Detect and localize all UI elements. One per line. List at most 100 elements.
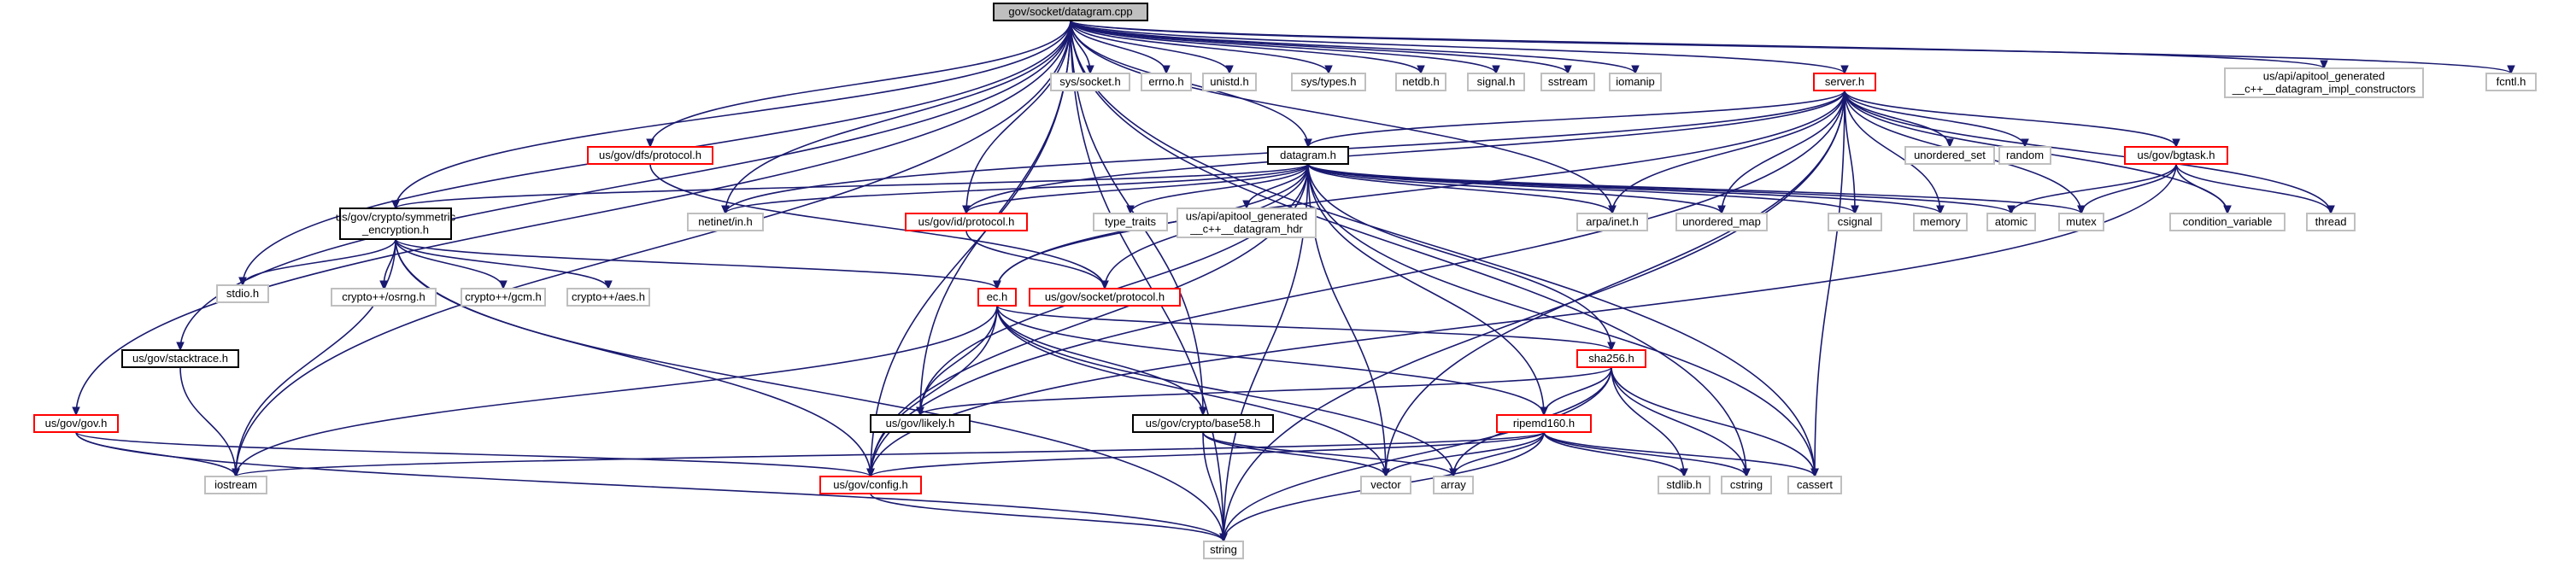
node-box: [2485, 73, 2537, 91]
edge-datagram_h-to-arpa_inet: [1307, 163, 1613, 214]
edge-ec_h-to-iostream: [235, 305, 998, 477]
edge-gov_h-to-config_h: [75, 431, 871, 477]
edge-datagram_h-to-ripemd160_h: [1307, 163, 1545, 416]
node-crypto_sym[interactable]: us/gov/crypto/symmetric_encryption.h: [336, 208, 456, 240]
node-box: [1998, 146, 2051, 165]
node-vector: vector: [1360, 476, 1411, 494]
node-aes: crypto++/aes.h: [566, 288, 650, 307]
graph-edges: [72, 20, 2515, 543]
edge-dfs_protocol-to-socket_protocol: [649, 163, 1106, 289]
edge-base58_h-to-string: [1202, 431, 1224, 542]
node-box: [1203, 541, 1244, 559]
node-label: us/gov/id/protocol.h: [918, 215, 1015, 228]
edge-datagram_h-to-type_traits: [1130, 163, 1309, 214]
node-label: arpa/inet.h: [1586, 215, 1638, 228]
node-box: [687, 213, 764, 231]
edge-arrowhead: [238, 277, 247, 287]
node-iostream: iostream: [204, 476, 267, 494]
node-ec_h[interactable]: ec.h: [977, 288, 1017, 307]
node-box: [1609, 73, 1662, 91]
node-base58_h[interactable]: us/gov/crypto/base58.h: [1132, 414, 1274, 433]
edge-server_h-to-thread: [1844, 90, 2332, 214]
edge-root-to-fcntl_h: [1070, 20, 2512, 74]
edge-arrowhead: [1945, 138, 1954, 149]
edge-arrowhead: [1225, 65, 1234, 75]
node-box: [870, 414, 971, 433]
node-label: us/api/apitool_generated: [2263, 70, 2385, 83]
edge-server_h-to-ec_h: [996, 90, 1845, 289]
node-string: string: [1203, 541, 1244, 559]
node-datagram_h[interactable]: datagram.h: [1267, 146, 1349, 165]
node-sha256_h[interactable]: sha256.h: [1576, 349, 1646, 368]
node-root[interactable]: gov/socket/datagram.cpp: [993, 3, 1148, 21]
node-box: [566, 288, 650, 307]
node-box: [1029, 288, 1181, 307]
edge-datagram_h-to-netinet_in: [725, 163, 1309, 214]
node-box: [2169, 213, 2286, 231]
edge-crypto_sym-to-ec_h: [395, 238, 998, 289]
edge-ec_h-to-config_h: [870, 305, 998, 477]
node-label: csignal: [1838, 215, 1873, 228]
node-box: [1202, 73, 1257, 91]
edge-datagram_h-to-unordered_map: [1307, 163, 1722, 214]
edge-sha256_h-to-ripemd160_h: [1543, 366, 1612, 416]
node-dfs_protocol[interactable]: us/gov/dfs/protocol.h: [587, 146, 713, 165]
edge-root-to-iomanip: [1070, 20, 1636, 74]
node-label: crypto++/gcm.h: [465, 290, 542, 303]
edge-arrowhead: [1126, 205, 1135, 215]
edge-ripemd160_h-to-cstring: [1543, 431, 1747, 477]
node-config_h[interactable]: us/gov/config.h: [819, 476, 922, 494]
node-fcntl_h: fcntl.h: [2485, 73, 2537, 91]
edge-root-to-netdb_h: [1070, 20, 1422, 74]
node-box: [204, 476, 267, 494]
edge-root-to-errno_h: [1070, 20, 1167, 74]
edge-server_h-to-random: [1844, 90, 2026, 148]
edge-root-to-crypto_sym: [395, 20, 1071, 209]
node-box: [819, 476, 922, 494]
node-sys_socket: sys/socket.h: [1050, 73, 1130, 91]
node-api_hdr: us/api/apitool_generated__c++__datagram_…: [1177, 208, 1317, 238]
node-netinet_in: netinet/in.h: [687, 213, 764, 231]
node-socket_protocol[interactable]: us/gov/socket/protocol.h: [1029, 288, 1181, 307]
node-label: type_traits: [1105, 215, 1156, 228]
edge-sha256_h-to-cassert: [1611, 366, 1816, 477]
node-box: [1267, 146, 1349, 165]
edge-arrowhead: [2507, 65, 2515, 75]
edge-arrowhead: [916, 406, 924, 417]
edge-server_h-to-arpa_inet: [1611, 90, 1845, 214]
edge-arrowhead: [1631, 65, 1640, 75]
edge-root-to-cstring: [1070, 20, 1747, 477]
edge-arrowhead: [1564, 65, 1572, 75]
edge-crypto_sym-to-config_h: [395, 238, 871, 477]
node-box: [1787, 476, 1842, 494]
node-api_impl: us/api/apitool_generated__c++__datagram_…: [2224, 67, 2424, 98]
node-stacktrace_h[interactable]: us/gov/stacktrace.h: [121, 349, 239, 368]
edge-sha256_h-to-string: [1223, 366, 1612, 542]
edge-server_h-to-string: [1223, 90, 1845, 542]
node-server_h[interactable]: server.h: [1813, 73, 1876, 91]
node-errno_h: errno.h: [1141, 73, 1192, 91]
node-likely_h[interactable]: us/gov/likely.h: [870, 414, 971, 433]
node-id_protocol[interactable]: us/gov/id/protocol.h: [905, 213, 1028, 231]
edge-crypto_sym-to-string: [395, 238, 1224, 542]
node-box: [2224, 67, 2424, 98]
edge-root-to-string: [1070, 20, 1224, 542]
node-ripemd160_h[interactable]: ripemd160.h: [1496, 414, 1592, 433]
edge-datagram_h-to-cassert: [1307, 163, 1816, 477]
node-label: us/api/apitool_generated: [1186, 210, 1307, 223]
node-label: string: [1210, 543, 1237, 556]
node-iomanip: iomanip: [1609, 73, 1662, 91]
node-bgtask_h[interactable]: us/gov/bgtask.h: [2124, 146, 2228, 165]
node-gov_h[interactable]: us/gov/gov.h: [33, 414, 119, 433]
edge-sha256_h-to-cstring: [1611, 366, 1747, 477]
edge-arrowhead: [391, 200, 400, 210]
node-label: atomic: [1995, 215, 2028, 228]
edge-crypto_sym-to-aes: [395, 238, 609, 289]
node-box: [1721, 476, 1772, 494]
edge-datagram_h-to-crypto_sym: [395, 163, 1309, 209]
node-stdio_h: stdio.h: [216, 284, 269, 303]
node-label: random: [2006, 149, 2044, 161]
edge-server_h-to-id_protocol: [965, 90, 1845, 214]
edge-arrowhead: [1199, 406, 1207, 417]
edge-root-to-api_impl: [1070, 20, 2325, 69]
